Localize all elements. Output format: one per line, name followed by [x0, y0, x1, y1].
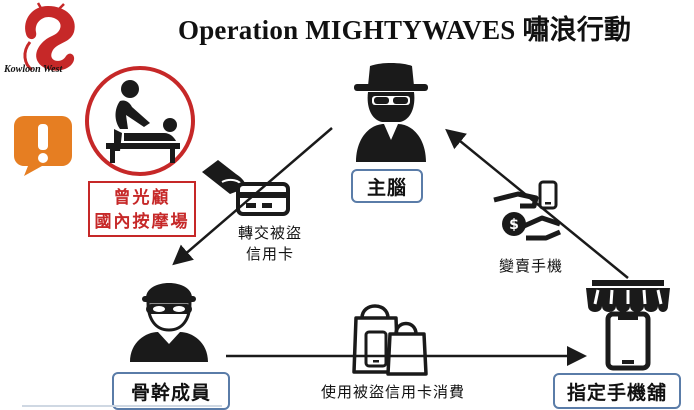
logo-text: Kowloon West: [4, 64, 63, 75]
shopping-bags-phone-icon: [352, 304, 428, 376]
person-note-line1: 曾光顧: [113, 188, 171, 208]
arrow-mastermind-to-core: [172, 127, 333, 266]
dragon-logo-icon: [23, 2, 75, 72]
resell-caption: 變賣手機: [498, 257, 563, 275]
warning-icon: [14, 116, 72, 176]
mastermind-label: 主腦: [351, 169, 423, 203]
transfer-caption: 轉交被盜 信用卡: [228, 223, 312, 265]
svg-text:$: $: [509, 217, 519, 233]
transfer-caption-line1: 轉交被盜: [237, 224, 302, 242]
phone-shop-icon: [586, 280, 670, 371]
phone-money-exchange-icon: $: [493, 180, 561, 241]
massage-icon: [85, 66, 195, 176]
hooded-spy-icon: [354, 63, 428, 162]
bottom-divider: [22, 405, 222, 407]
masked-robber-icon: [130, 283, 208, 362]
person-note-line2: 國內按摩場: [94, 212, 190, 232]
hand-credit-card-icon: [202, 160, 290, 216]
page-title: Operation MIGHTYWAVES 嘯浪行動: [178, 15, 632, 45]
person-note-box: 曾光顧 國內按摩場: [88, 181, 196, 237]
transfer-caption-line2: 信用卡: [245, 245, 294, 263]
arrow-shop-to-mastermind: [445, 128, 629, 279]
purchase-caption: 使用被盜信用卡消費: [320, 383, 465, 401]
